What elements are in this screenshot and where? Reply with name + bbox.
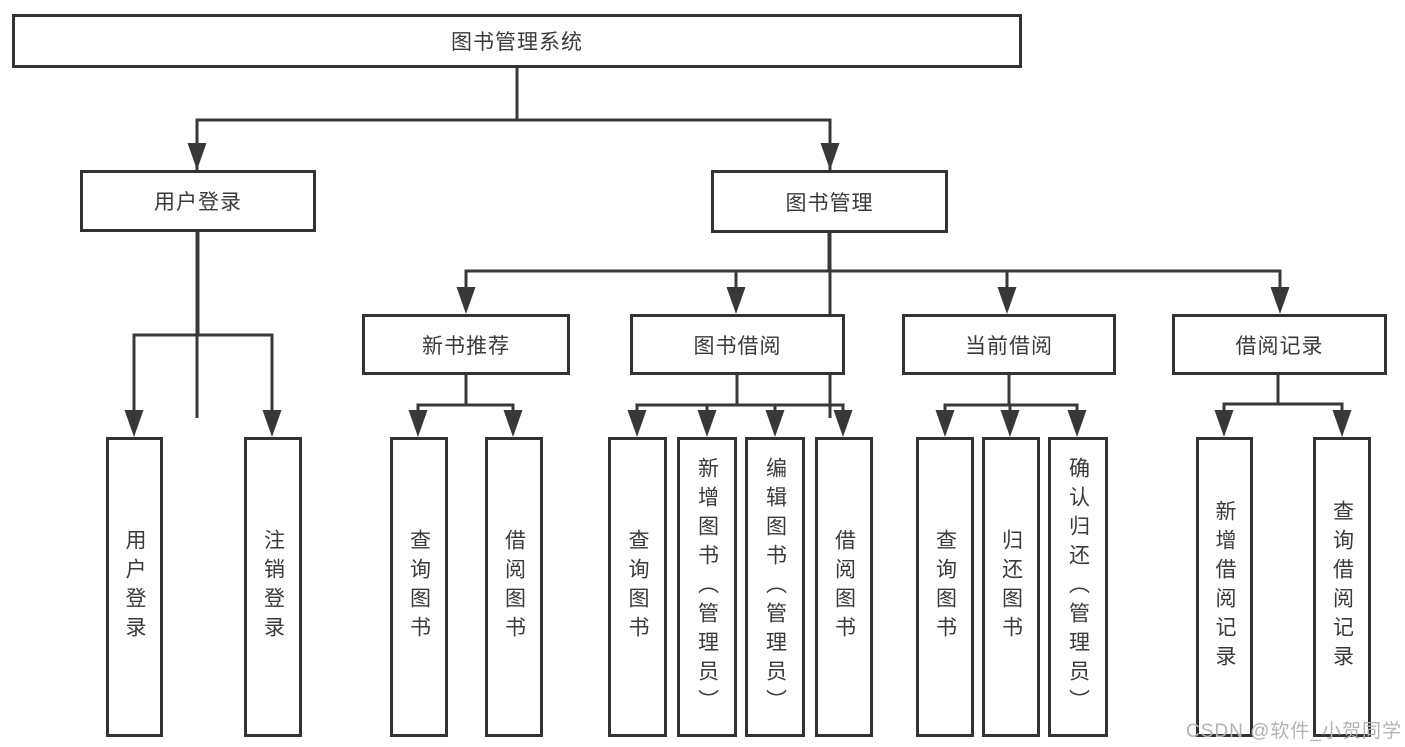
node-borrowing-records: 借阅记录 — [1172, 314, 1387, 375]
edges-newbook-to-leaves — [408, 375, 523, 437]
node-new-book-recommend: 新书推荐 — [362, 314, 570, 375]
leaf-confirm-return-admin-label: 确认归还（管理员） — [1066, 456, 1090, 718]
leaf-return-books-label: 归还图书 — [999, 529, 1023, 645]
leaf-query-borrow-record-label: 查询借阅记录 — [1330, 500, 1354, 674]
edges-userlogin-to-leaves — [124, 232, 282, 437]
node-current-borrowing-label: 当前借阅 — [965, 334, 1053, 358]
leaf-borrow-books-recommend: 借阅图书 — [485, 437, 543, 737]
leaf-query-books-recommend-label: 查询图书 — [407, 529, 431, 645]
node-root: 图书管理系统 — [12, 14, 1022, 68]
leaf-logout: 注销登录 — [244, 437, 302, 737]
leaf-borrow-books-borrowing: 借阅图书 — [815, 437, 873, 737]
leaf-query-books-borrowing-label: 查询图书 — [626, 529, 649, 645]
leaf-query-books-borrowing: 查询图书 — [608, 437, 667, 737]
node-book-management-label: 图书管理 — [785, 191, 874, 215]
leaf-return-books: 归还图书 — [982, 437, 1040, 737]
watermark-text: CSDN @软件_小贺同学 — [1186, 721, 1402, 742]
node-current-borrowing: 当前借阅 — [902, 314, 1116, 375]
node-borrowing-records-label: 借阅记录 — [1235, 334, 1324, 358]
leaf-query-borrow-record: 查询借阅记录 — [1313, 437, 1371, 737]
leaf-logout-label: 注销登录 — [261, 529, 285, 645]
leaf-edit-book-admin: 编辑图书（管理员） — [745, 437, 805, 737]
leaf-query-books-current-label: 查询图书 — [933, 529, 957, 645]
node-user-login: 用户登录 — [80, 170, 316, 232]
leaf-query-books-recommend: 查询图书 — [390, 437, 448, 737]
node-book-management: 图书管理 — [711, 170, 948, 233]
leaf-user-login: 用户登录 — [106, 437, 163, 737]
node-book-borrowing-label: 图书借阅 — [693, 334, 782, 358]
leaf-add-book-admin-label: 新增图书（管理员） — [695, 456, 719, 718]
leaf-add-borrow-record: 新增借阅记录 — [1196, 437, 1253, 737]
edges-records-to-leaves — [1214, 375, 1352, 437]
node-root-label: 图书管理系统 — [451, 31, 583, 54]
edges-current-to-leaves — [935, 375, 1087, 437]
node-new-book-recommend-label: 新书推荐 — [422, 334, 510, 358]
leaf-add-book-admin: 新增图书（管理员） — [677, 437, 737, 737]
leaf-add-borrow-record-label: 新增借阅记录 — [1213, 500, 1236, 674]
leaf-user-login-label: 用户登录 — [123, 529, 146, 645]
edges-bookmgmt-to-level3 — [456, 233, 1290, 314]
edges-root-to-level2 — [187, 68, 840, 418]
node-user-login-label: 用户登录 — [154, 191, 242, 214]
node-book-borrowing: 图书借阅 — [630, 314, 845, 375]
leaf-confirm-return-admin: 确认归还（管理员） — [1048, 437, 1108, 737]
leaf-query-books-current: 查询图书 — [916, 437, 974, 737]
edges-borrowing-to-leaves — [627, 375, 853, 437]
leaf-borrow-books-borrowing-label: 借阅图书 — [832, 529, 856, 645]
leaf-edit-book-admin-label: 编辑图书（管理员） — [763, 456, 787, 718]
leaf-borrow-books-recommend-label: 借阅图书 — [502, 529, 526, 645]
